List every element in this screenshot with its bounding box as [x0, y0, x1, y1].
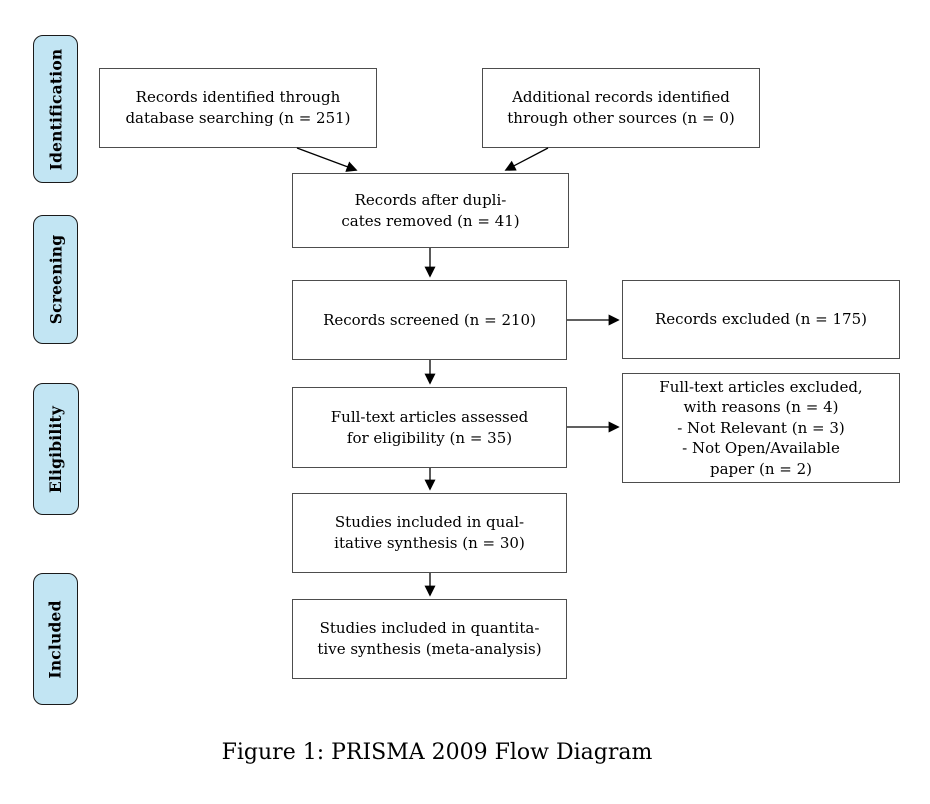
stage-screening: Screening: [33, 215, 78, 344]
figure-caption: Figure 1: PRISMA 2009 Flow Diagram: [221, 740, 653, 765]
box-records-identified: Records identified through database sear…: [99, 68, 377, 148]
box-fulltext-excluded: Full-text articles excluded, with reason…: [622, 373, 900, 483]
box-duplicates-removed: Records after dupli- cates removed (n = …: [292, 173, 569, 248]
box-fulltext-assessed: Full-text articles assessed for eligibil…: [292, 387, 567, 468]
stage-eligibility: Eligibility: [33, 383, 79, 515]
box-records-screened: Records screened (n = 210): [292, 280, 567, 360]
stage-screening-label: Screening: [46, 234, 65, 325]
arrow-additional-to-duplicates: [504, 147, 549, 171]
box-quantitative-included: Studies included in quantita- tive synth…: [292, 599, 567, 679]
box-records-excluded: Records excluded (n = 175): [622, 280, 900, 359]
box-additional-records: Additional records identified through ot…: [482, 68, 760, 148]
stage-identification-label: Identification: [46, 48, 66, 170]
box-qualitative-included: Studies included in qual- itative synthe…: [292, 493, 567, 573]
stage-eligibility-label: Eligibility: [46, 405, 66, 493]
arrow-identified-to-duplicates: [296, 147, 358, 172]
stage-included: Included: [33, 573, 78, 705]
stage-identification: Identification: [33, 35, 78, 183]
stage-included-label: Included: [46, 599, 66, 679]
